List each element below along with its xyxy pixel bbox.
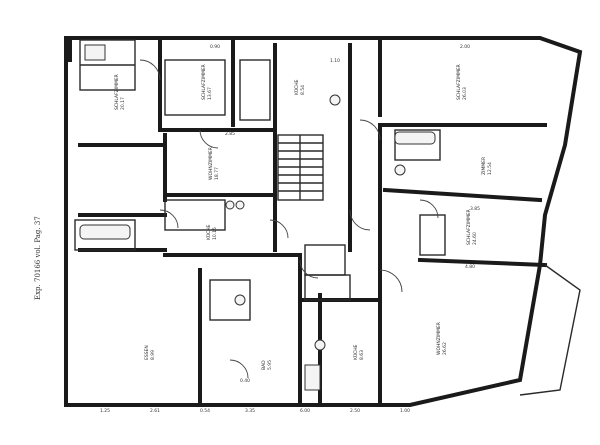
kitchen-counter-icon — [304, 364, 321, 391]
dimension-label: 2.50 — [350, 408, 360, 414]
doors — [139, 59, 439, 379]
room-labels: SCHLAFZIMMER SCHLAFZIMMER KÜCHE SCHLAFZI… — [114, 64, 487, 370]
staircase — [277, 134, 324, 201]
room-label: ESSEN — [144, 345, 150, 360]
dimension-label: 3.85 — [470, 206, 480, 212]
dimension-label: 4.80 — [465, 264, 475, 270]
room-area: 5.95 — [267, 360, 273, 370]
sink-icon — [234, 294, 246, 306]
room-area: 8.54 — [300, 85, 306, 95]
room-area: 24.60 — [472, 232, 478, 245]
sheet-note: Exp. 70166 vol. Pag. 37 — [34, 216, 42, 300]
room-label: ZIMMER — [481, 157, 487, 175]
dimension-label: 2.00 — [460, 44, 470, 50]
dimension-label: 2.61 — [150, 408, 160, 414]
dimension-label: 1.10 — [330, 58, 340, 64]
room-label: WOHNZIMMER — [208, 147, 214, 180]
room-area: 18.77 — [214, 167, 220, 180]
room-area: 12.54 — [487, 162, 493, 175]
room-label: SCHLAFZIMMER — [466, 209, 472, 245]
bathtub-icon — [394, 131, 436, 145]
dimension-label: 0.54 — [200, 408, 210, 414]
toilet-icon — [394, 164, 406, 176]
outer-walls — [64, 36, 583, 407]
room-label: KÜCHE — [352, 344, 359, 360]
room-area: 26.62 — [442, 342, 448, 355]
bathtub-icon — [79, 224, 131, 240]
stove-icon — [235, 200, 245, 210]
room-label: SCHLAFZIMMER — [114, 74, 120, 110]
dimension-label: 1.00 — [400, 408, 410, 414]
room-areas: 20.17 13.67 8.54 26.03 12.54 24.60 18.77… — [120, 85, 493, 370]
room-area: 13.67 — [207, 87, 213, 100]
dimension-label: 3.35 — [245, 408, 255, 414]
room-label: KÜCHE — [205, 224, 212, 240]
dimension-label: 6.00 — [300, 408, 310, 414]
room-label: SCHLAFZIMMER — [201, 64, 207, 100]
room-area: 20.17 — [120, 97, 126, 110]
room-label: WOHNZIMMER — [436, 322, 442, 355]
toilet-icon — [314, 339, 326, 351]
bathtub-icon — [84, 44, 106, 61]
dimension-label: 0.90 — [210, 44, 220, 50]
dimension-label: 1.25 — [100, 408, 110, 414]
fixtures — [79, 44, 436, 391]
stove-icon — [225, 200, 235, 210]
room-area: 26.03 — [462, 87, 468, 100]
room-label: SCHLAFZIMMER — [456, 64, 462, 100]
toilet-icon — [329, 94, 341, 106]
partitions — [74, 39, 446, 321]
dimension-label: 0.40 — [240, 378, 250, 384]
dimension-labels: 1.25 2.61 0.54 3.35 6.00 2.50 1.00 2.00 … — [100, 44, 480, 414]
room-label: BAD — [261, 360, 267, 370]
room-area: 8.63 — [359, 350, 365, 360]
room-label: KÜCHE — [293, 79, 300, 95]
dimension-label: 2.85 — [225, 131, 235, 137]
room-area: 10.15 — [212, 227, 218, 240]
room-area: 8.99 — [150, 350, 156, 360]
balcony — [519, 264, 581, 396]
